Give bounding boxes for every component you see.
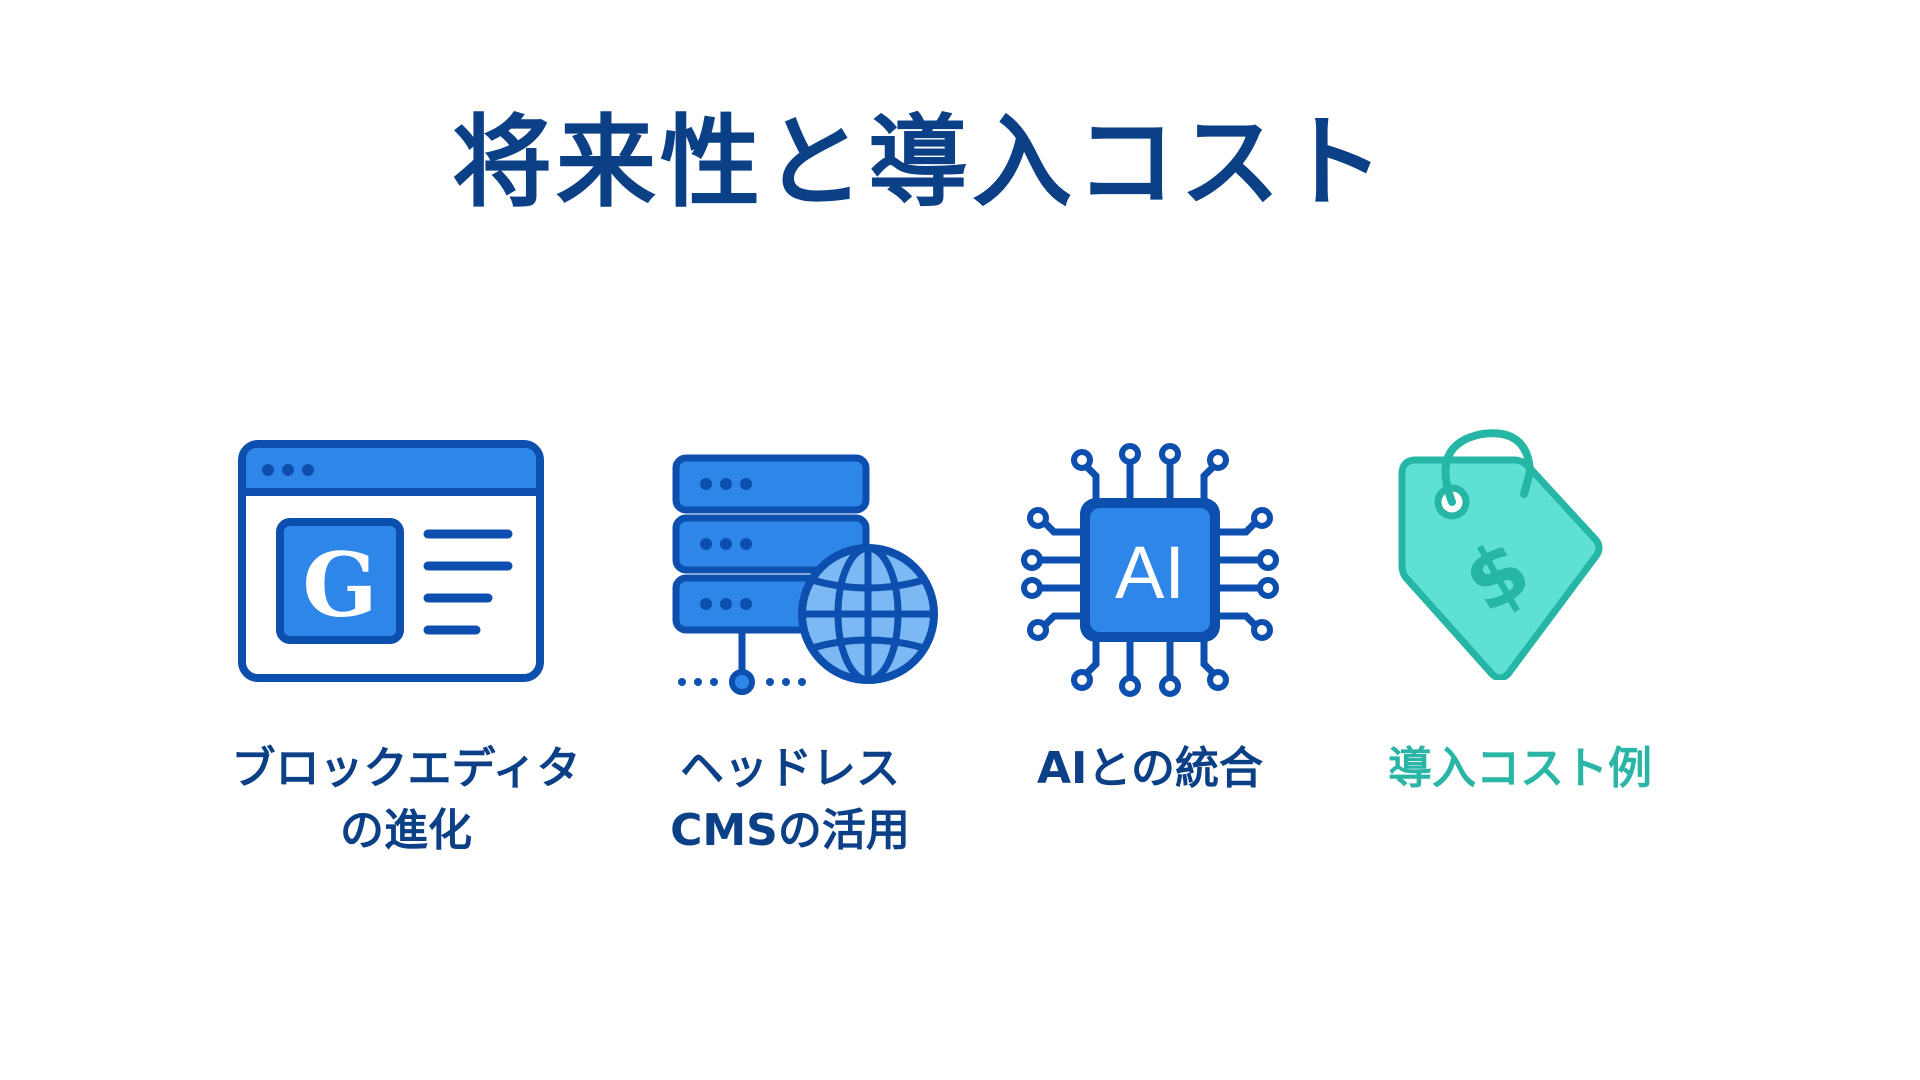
feature-label-block-editor: ブロックエディタ の進化 xyxy=(231,743,581,856)
g-letter: G xyxy=(302,533,377,637)
ai-chip-icon: AI xyxy=(1020,438,1280,702)
page-title: 将来性と導入コスト xyxy=(452,104,1388,221)
feature-label-ai-integration: AIとの統合 xyxy=(1037,743,1263,794)
feature-label-cost-example: 導入コスト例 xyxy=(1388,743,1652,794)
browser-window-icon: G xyxy=(236,438,546,684)
ai-letters: AI xyxy=(1115,531,1185,614)
price-tag-icon: $ xyxy=(1390,424,1610,682)
feature-label-headless-cms: ヘッドレス CMSの活用 xyxy=(670,743,910,856)
server-globe-icon xyxy=(672,454,944,702)
